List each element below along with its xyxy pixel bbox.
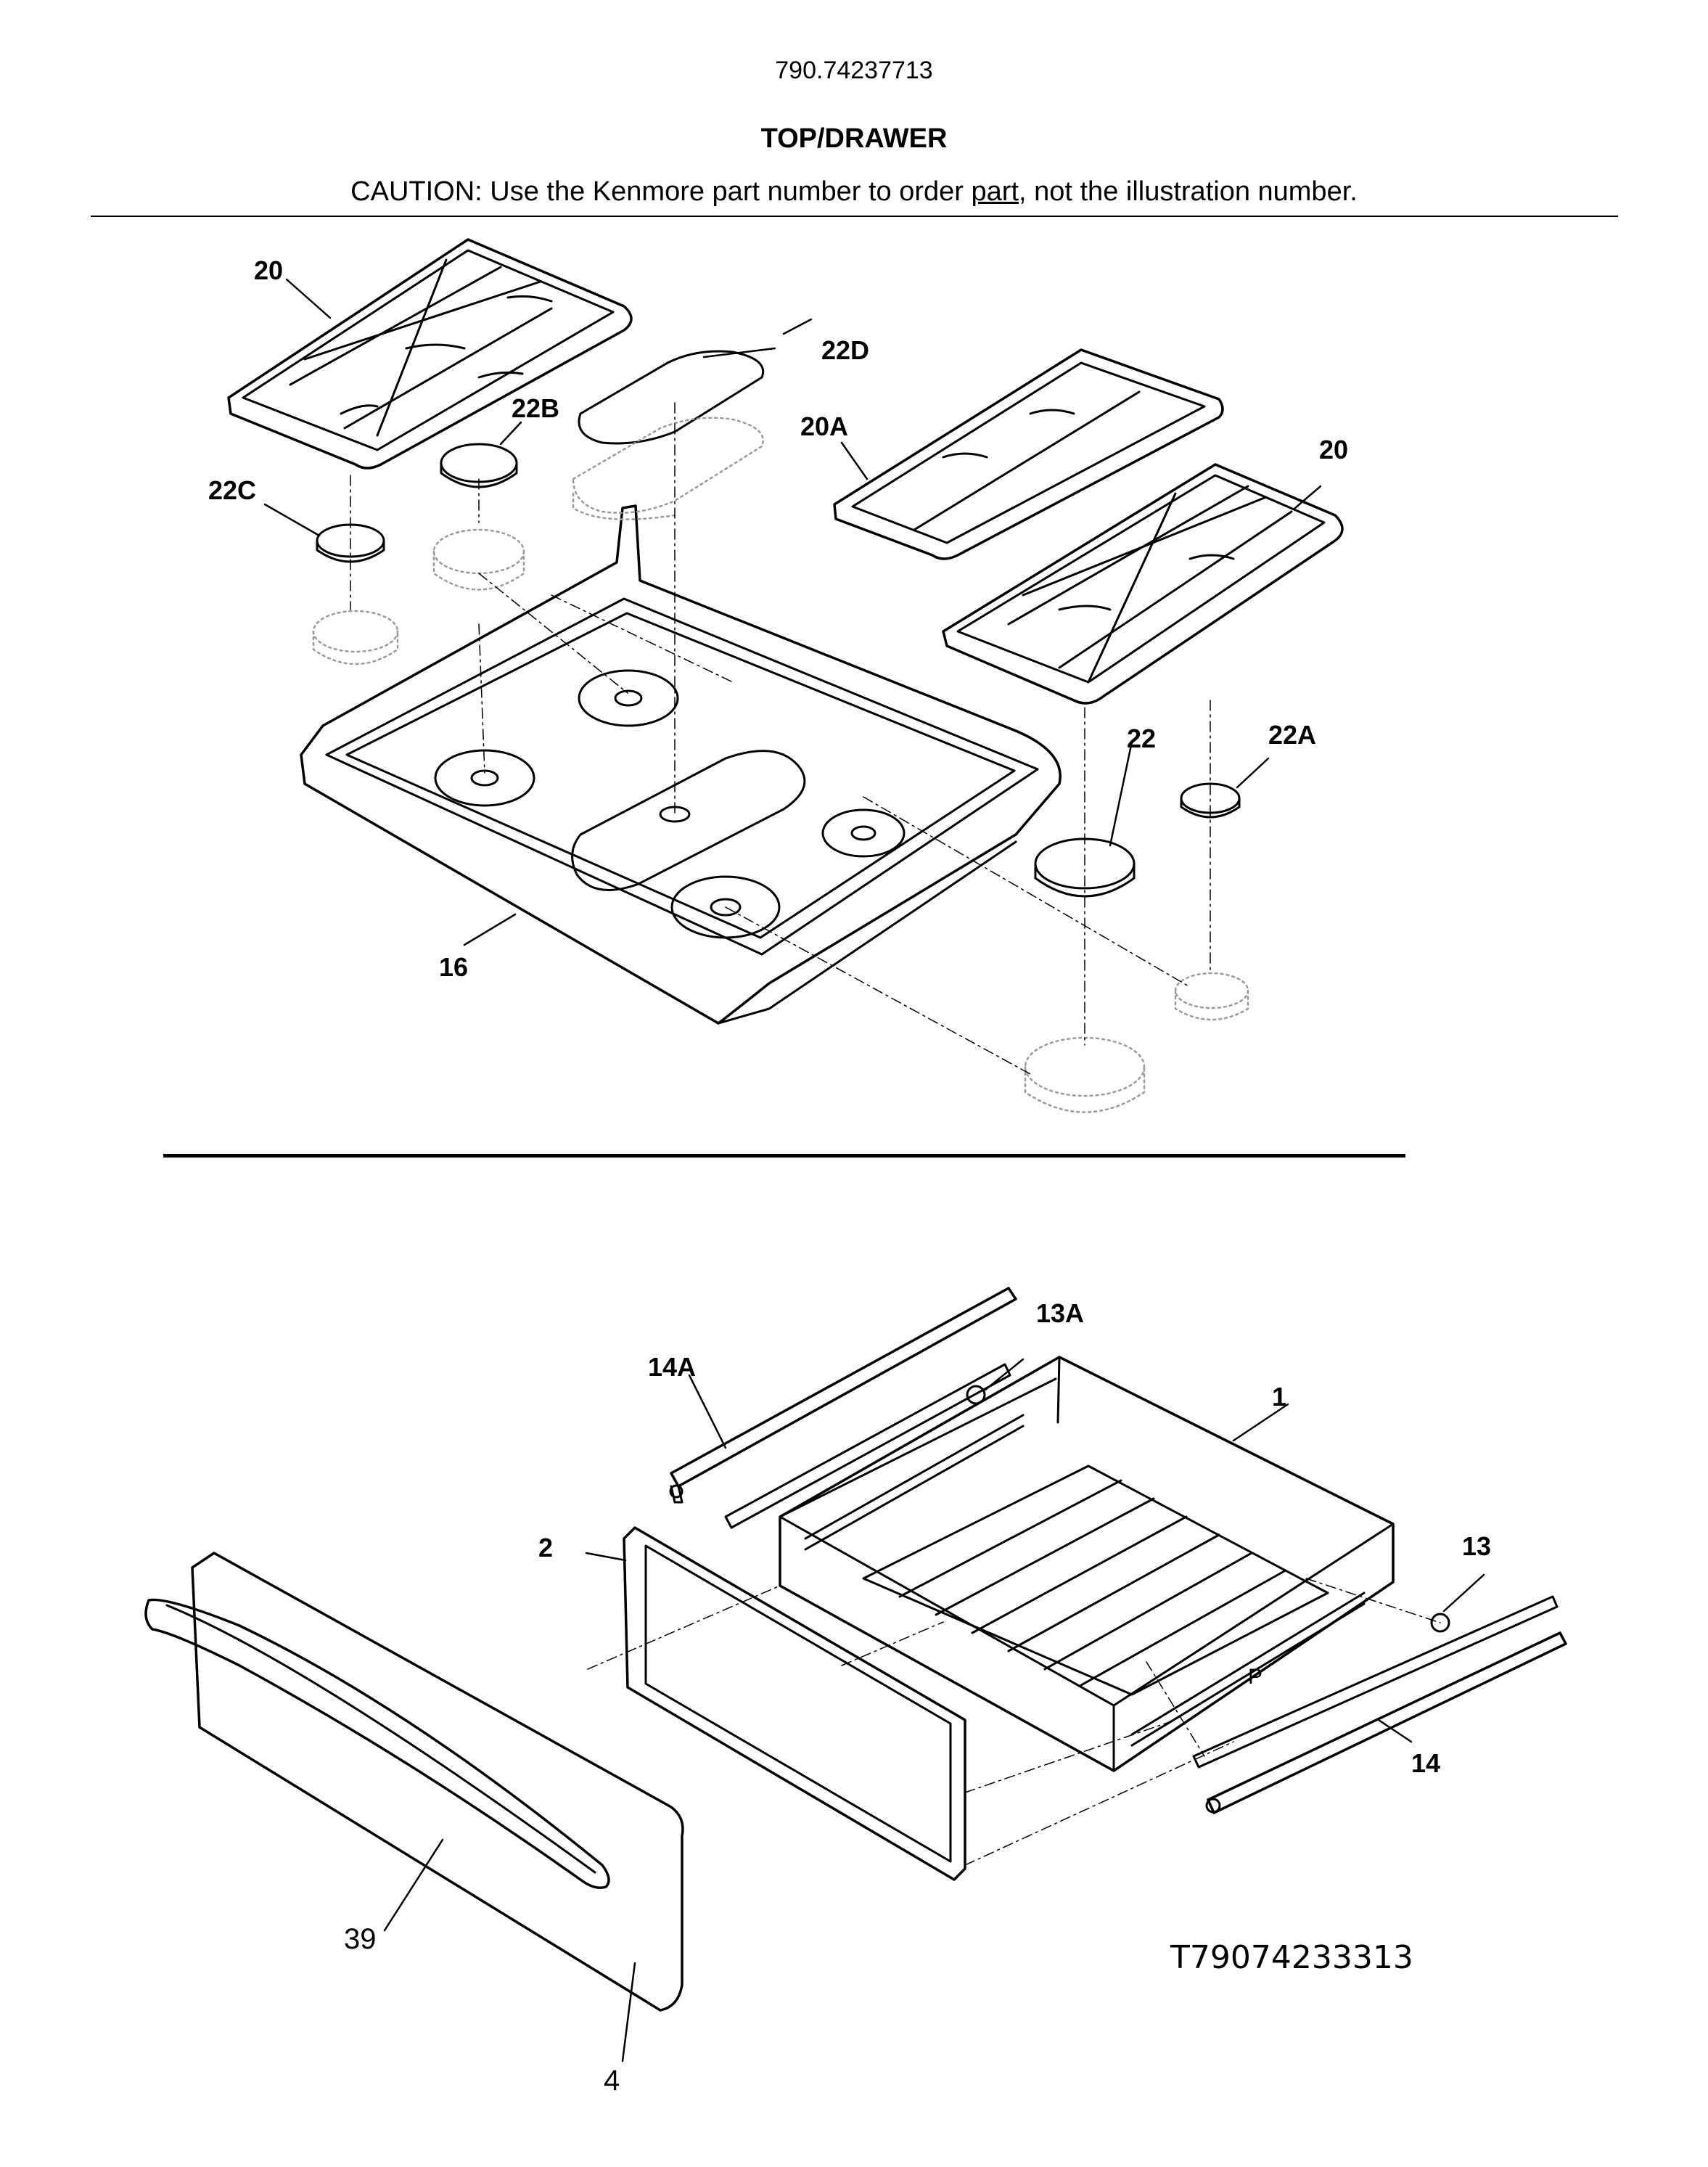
svg-text:P: P xyxy=(1248,1665,1262,1689)
callout-14a: 14A xyxy=(648,1352,696,1382)
callout-20-left: 20 xyxy=(254,255,283,285)
callout-22d: 22D xyxy=(821,335,869,365)
cooktop-16 xyxy=(300,504,1062,1025)
header-divider xyxy=(91,216,1618,217)
illustration-code: T79074233313 xyxy=(1170,1939,1413,1976)
callout-13: 13 xyxy=(1462,1531,1491,1561)
callout-20-right: 20 xyxy=(1319,435,1348,464)
callout-16: 16 xyxy=(439,952,468,982)
cap-22 xyxy=(1034,837,1136,898)
page-title: TOP/DRAWER xyxy=(760,123,948,154)
caution-part-link: part xyxy=(971,176,1019,207)
grate-center-20A xyxy=(833,348,1224,560)
callout-22b: 22B xyxy=(512,393,559,423)
drawer-panel-2 xyxy=(623,1526,966,1881)
callout-1: 1 xyxy=(1272,1382,1286,1412)
assembly-lines-bottom xyxy=(587,1578,1441,1866)
drawer-front-4 xyxy=(191,1552,684,2012)
callout-2: 2 xyxy=(538,1533,553,1562)
assembly-lines-top xyxy=(350,402,1211,1075)
roller-left-13A xyxy=(966,1385,986,1405)
caution-prefix: CAUTION: Use the Kenmore part number to … xyxy=(350,176,972,207)
drawer-handle-39 xyxy=(144,1598,610,1889)
leaders-top xyxy=(263,278,1322,946)
callout-4: 4 xyxy=(604,2065,620,2097)
caution-suffix: , not the illustration number. xyxy=(1019,176,1358,207)
roller-right-13 xyxy=(1430,1613,1450,1633)
grate-right-20 xyxy=(942,463,1344,705)
callout-39: 39 xyxy=(344,1923,377,1955)
model-number: 790.74237713 xyxy=(775,57,933,84)
section-divider xyxy=(163,1154,1405,1158)
rail-left-14A xyxy=(669,1287,1017,1529)
callout-22: 22 xyxy=(1127,724,1156,753)
callout-20a: 20A xyxy=(800,411,848,441)
leaders-bottom xyxy=(383,1358,1485,2062)
cap-22d xyxy=(578,350,764,445)
callout-22c: 22C xyxy=(208,475,256,505)
callout-22a: 22A xyxy=(1268,720,1316,750)
caution-note: CAUTION: Use the Kenmore part number to … xyxy=(0,176,1708,208)
drawer-body-1: P xyxy=(779,1356,1395,1772)
grate-left-20 xyxy=(227,238,633,470)
callout-13a: 13A xyxy=(1036,1298,1084,1328)
callout-14: 14 xyxy=(1411,1748,1440,1778)
rail-right-14 xyxy=(1192,1595,1567,1814)
burner-bases xyxy=(312,417,1249,1113)
